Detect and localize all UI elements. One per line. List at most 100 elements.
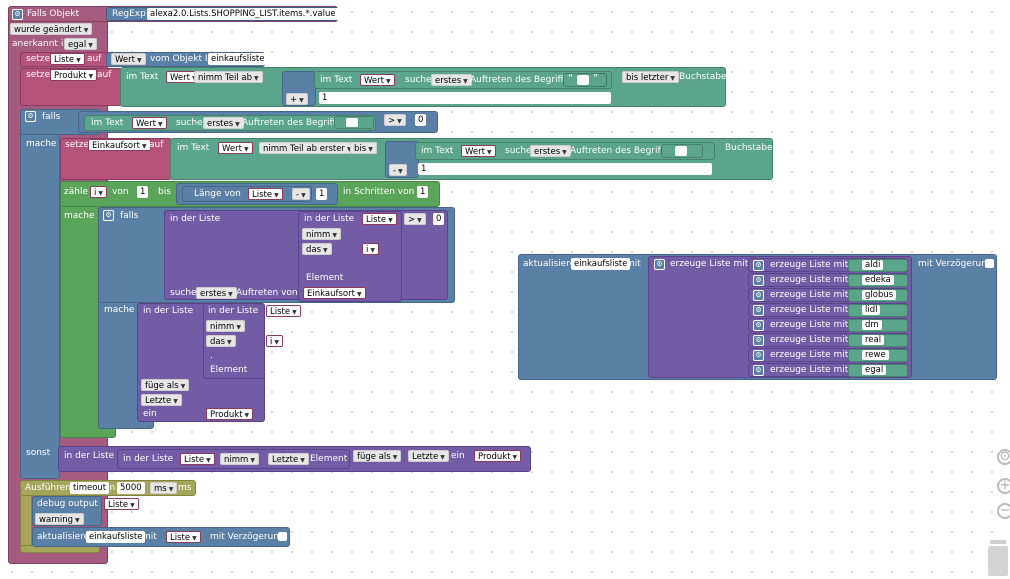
liste-var[interactable]: Liste▼	[166, 531, 201, 543]
store-name-input[interactable]: egal	[862, 365, 887, 375]
erstes-dropdown[interactable]: erstes▼	[203, 117, 244, 129]
bis-dropdown[interactable]: bis▼	[350, 142, 377, 154]
store-name-input[interactable]: rewe	[862, 350, 889, 360]
dot-label: .	[210, 351, 213, 361]
step-input[interactable]: 1	[417, 186, 429, 198]
delay-checkbox[interactable]	[278, 532, 287, 541]
erstes-dropdown[interactable]: erstes▼	[530, 145, 571, 157]
gear-icon[interactable]: ⚙	[753, 335, 764, 346]
letzte-dropdown[interactable]: Letzte▼	[141, 394, 182, 406]
get-item-block[interactable]	[298, 211, 402, 302]
space-text-input[interactable]	[675, 146, 687, 156]
regexp-input[interactable]: alexa2.0.Lists.SHOPPING_LIST.items.*.val…	[147, 8, 339, 20]
number-input[interactable]: 1	[319, 92, 611, 104]
suche-label: suche	[505, 146, 532, 156]
wert-var[interactable]: Wert▼	[132, 117, 167, 129]
store-name-input[interactable]: edeka	[862, 275, 894, 285]
zero-input[interactable]: 0	[415, 114, 427, 126]
create-list-label: erzeuge Liste mit	[770, 305, 849, 315]
das-dropdown[interactable]: das▼	[206, 335, 236, 347]
op-dropdown[interactable]: +▼	[286, 93, 308, 105]
i-var[interactable]: i▼	[362, 243, 379, 255]
gear-icon[interactable]: ⚙	[753, 260, 764, 271]
change-dropdown[interactable]: wurde geändert▼	[10, 23, 93, 35]
nimm-teil-dropdown[interactable]: nimm Teil ab erster▼	[259, 142, 356, 154]
compare-op-dropdown[interactable]: >▼	[404, 213, 426, 225]
recenter-icon[interactable]: ⊙	[997, 449, 1010, 465]
fuege-als-dropdown[interactable]: füge als▼	[353, 450, 402, 462]
store-name-input[interactable]: real	[862, 335, 885, 345]
wert-dropdown[interactable]: Wert▼	[111, 53, 146, 65]
zoom-out-icon[interactable]: −	[997, 503, 1010, 519]
gear-icon[interactable]: ⚙	[25, 111, 36, 122]
erstes-dropdown[interactable]: erstes▼	[431, 74, 472, 86]
timeout-name-input[interactable]: timeout	[70, 482, 110, 494]
produkt-var[interactable]: Produkt▼	[474, 450, 522, 462]
einkaufsort-var[interactable]: Einkaufsort▼	[303, 287, 366, 299]
trash-icon[interactable]	[988, 540, 1008, 576]
store-name-input[interactable]: dm	[862, 320, 882, 330]
loop-var-dropdown[interactable]: i▼	[90, 186, 107, 198]
liste-var[interactable]: Liste▼	[180, 453, 215, 465]
verzoegerung-label: mit Verzögerung	[918, 259, 993, 269]
gear-icon[interactable]: ⚙	[753, 305, 764, 316]
gear-icon[interactable]: ⚙	[12, 9, 23, 20]
gear-icon[interactable]: ⚙	[753, 320, 764, 331]
wert-var[interactable]: Wert▼	[218, 142, 253, 154]
store-name-input[interactable]: globus	[862, 290, 897, 300]
i-var[interactable]: i▼	[266, 335, 283, 347]
wert-var[interactable]: Wert▼	[360, 74, 395, 86]
fuege-als-dropdown[interactable]: füge als▼	[141, 379, 190, 391]
compare-op-dropdown[interactable]: >▼	[384, 114, 406, 126]
delay-checkbox[interactable]	[985, 259, 994, 268]
number-input[interactable]: 1	[418, 163, 712, 175]
var-dropdown-einkaufsort[interactable]: Einkaufsort▼	[88, 139, 151, 151]
verzoegerung-label: mit Verzögerung	[210, 532, 285, 542]
ack-dropdown[interactable]: egal▼	[64, 38, 97, 50]
one-input[interactable]: 1	[316, 188, 328, 200]
nimm-dropdown[interactable]: nimm▼	[302, 228, 341, 240]
object-id-input[interactable]: einkaufsliste	[571, 258, 631, 270]
timeout-value-input[interactable]: 5000	[117, 482, 145, 494]
nimm-teil-dropdown[interactable]: nimm Teil ab▼	[194, 71, 263, 83]
nimm-dropdown[interactable]: nimm▼	[206, 320, 245, 332]
space-text-input[interactable]	[577, 75, 589, 85]
wert-var[interactable]: Wert▼	[461, 145, 496, 157]
letzte-dropdown[interactable]: Letzte▼	[408, 450, 449, 462]
store-name-input[interactable]: aldi	[862, 260, 884, 270]
produkt-var[interactable]: Produkt▼	[206, 408, 254, 420]
object-id-input[interactable]: einkaufsliste	[86, 531, 146, 543]
gear-icon[interactable]: ⚙	[103, 210, 114, 221]
object-id-input[interactable]: einkaufsliste	[208, 53, 268, 65]
gear-icon[interactable]: ⚙	[753, 290, 764, 301]
liste-var[interactable]: Liste▼	[248, 188, 283, 200]
liste-var[interactable]: Liste▼	[104, 498, 139, 510]
nimm-dropdown[interactable]: nimm▼	[220, 453, 259, 465]
bis-letzter-dropdown[interactable]: bis letzter▼	[622, 71, 679, 83]
in-der-liste-label: in der Liste	[304, 214, 355, 224]
gear-icon[interactable]: ⚙	[753, 350, 764, 361]
zaehle-label: zähle	[64, 187, 88, 197]
unit-dropdown[interactable]: ms▼	[150, 482, 178, 494]
if-else-block[interactable]	[20, 109, 60, 479]
level-dropdown[interactable]: warning▼	[35, 513, 84, 525]
gear-icon[interactable]: ⚙	[753, 275, 764, 286]
store-name-input[interactable]: lidl	[862, 305, 881, 315]
zoom-in-icon[interactable]: +	[997, 478, 1010, 494]
from-input[interactable]: 1	[137, 186, 149, 198]
space-text-input[interactable]	[346, 118, 358, 127]
erstes-dropdown[interactable]: erstes▼	[196, 287, 237, 299]
zero-input[interactable]: 0	[433, 213, 445, 225]
letzte-dropdown[interactable]: Letzte▼	[268, 453, 309, 465]
gear-icon[interactable]: ⚙	[654, 259, 665, 270]
var-dropdown-produkt[interactable]: Produkt▼	[50, 69, 98, 81]
op-dropdown[interactable]: -▼	[389, 164, 407, 176]
liste-var[interactable]: Liste▼	[362, 213, 397, 225]
in-der-liste-label: in der Liste	[143, 306, 194, 316]
op-dropdown[interactable]: -▼	[292, 188, 310, 200]
gear-icon[interactable]: ⚙	[753, 365, 764, 376]
das-dropdown[interactable]: das▼	[302, 243, 332, 255]
liste-var[interactable]: Liste▼	[266, 305, 301, 317]
var-dropdown-liste[interactable]: Liste▼	[50, 53, 85, 65]
quote-close-icon: ”	[593, 73, 599, 84]
